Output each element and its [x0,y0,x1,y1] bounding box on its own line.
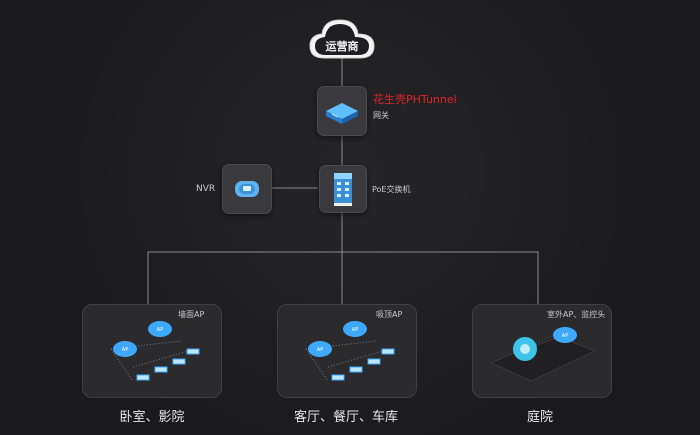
poe-switch-label: PoE交换机 [372,185,411,194]
wall-ap-illustration: AP AP [110,321,200,382]
wall-ap-panel [186,348,200,355]
access-point-icon: AP [113,341,137,357]
ceiling-ap-panel [381,348,395,355]
wall-ap-panel [136,374,150,381]
ceiling-ap-illustration: AP AP [305,321,395,382]
camera-icon [513,337,537,361]
access-point-icon: AP [148,321,172,337]
isp-label: 运营商 [325,40,359,53]
nvr-recorder-icon [235,181,259,197]
room-courtyard: AP 室外AP、监控头 [472,304,612,398]
svg-text:AP: AP [122,347,128,353]
svg-text:AP: AP [562,333,568,339]
room-ap-label: 吸顶AP [376,310,403,319]
poe-switch-device [319,165,367,213]
room-title: 客厅、餐厅、车库 [293,410,398,425]
access-point-icon: AP [308,341,332,357]
nvr-device [222,164,272,214]
ceiling-ap-panel [331,374,345,381]
room-title: 庭院 [526,410,553,425]
ceiling-ap-panel [367,358,381,365]
ceiling-ap-panel [349,366,363,373]
gateway-device [317,86,367,136]
poe-switch-icon [334,173,352,206]
room-title: 卧室、影院 [119,410,185,425]
gateway-router-icon [326,103,358,124]
access-point-icon: AP [343,321,367,337]
wall-ap-panel [172,358,186,365]
room-bedroom: AP AP 墙面AP [82,304,222,398]
svg-text:AP: AP [157,327,163,333]
line-bus [147,251,539,318]
nvr-label: NVR [196,184,216,194]
brand-label: 花生壳PHTunnel [373,93,457,106]
wall-ap-panel [154,366,168,373]
svg-text:AP: AP [352,327,358,333]
room-living: AP AP 吸顶AP [277,304,417,398]
access-point-icon: AP [553,327,577,343]
cloud-icon [309,19,375,59]
svg-text:AP: AP [317,347,323,353]
outdoor-ap-illustration: AP [489,327,597,382]
room-ap-label: 墙面AP [178,310,205,319]
room-ap-label: 室外AP、监控头 [547,310,606,319]
gateway-label: 网关 [373,111,389,120]
